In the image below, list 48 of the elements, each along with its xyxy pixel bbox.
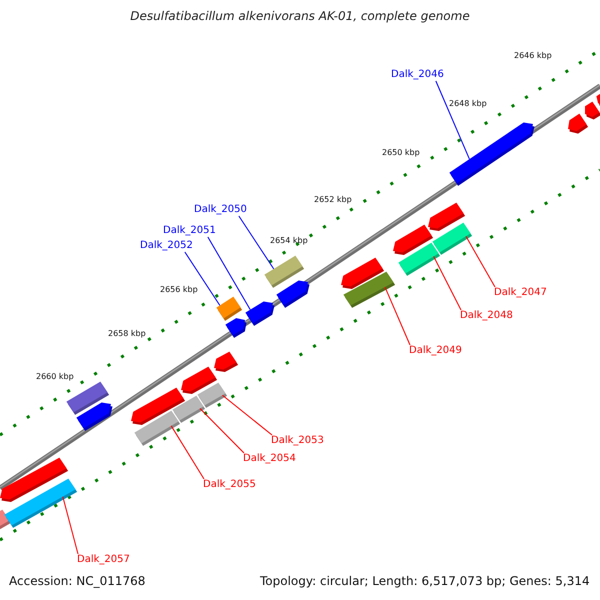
leader-line	[465, 236, 496, 288]
gene-label: Dalk_2051	[163, 225, 216, 237]
leader-line	[222, 394, 272, 436]
footer-text: Accession: NC_011768	[9, 574, 146, 588]
scale-label: 2654 kbp	[270, 236, 308, 246]
gene-label: Dalk_2053	[271, 435, 324, 447]
gene-label: Dalk_2049	[409, 345, 462, 357]
leader-line	[62, 496, 78, 554]
leader-line	[200, 408, 244, 454]
footer-text: Topology: circular; Length: 6,517,073 bp; Genes: 5,314	[260, 574, 590, 588]
leader-line	[170, 425, 204, 480]
gene-label: Dalk_2054	[243, 453, 296, 465]
gene-label: Dalk_2057	[77, 554, 130, 566]
gene-label: Dalk_2055	[203, 479, 256, 491]
gene-bar	[134, 410, 180, 446]
gene-label: Dalk_2052	[140, 240, 193, 252]
scale-label: 2646 kbp	[514, 51, 552, 61]
gene-bar	[568, 114, 588, 134]
gene-bar	[172, 396, 206, 423]
gene-label: Dalk_2048	[460, 310, 513, 322]
gene-bar	[225, 318, 246, 338]
gene-bar	[4, 478, 78, 528]
scale-label: 2650 kbp	[382, 148, 420, 158]
gene-bar	[76, 402, 112, 431]
gene-bar	[216, 296, 242, 321]
gene-bar	[398, 242, 440, 276]
leader-line	[384, 286, 410, 346]
leader-line	[207, 236, 251, 310]
scale-label: 2648 kbp	[449, 99, 487, 109]
leader-line	[184, 252, 220, 306]
gene-bar	[432, 222, 472, 255]
scale-label: 2658 kbp	[108, 329, 146, 339]
scale-label: 2652 kbp	[314, 195, 352, 205]
gene-bar	[197, 382, 228, 408]
gene-bar	[276, 280, 310, 308]
gene-label: Dalk_2047	[494, 287, 547, 299]
gene-label: Dalk_2050	[194, 204, 247, 216]
gene-bar	[214, 352, 238, 372]
gene-bar	[343, 272, 396, 308]
gene-bar	[245, 302, 274, 326]
title: Desulfatibacillum alkenivorans AK-01, complete genome	[129, 9, 471, 24]
scale-label: 2656 kbp	[160, 285, 198, 295]
gene-label: Dalk_2046	[391, 69, 444, 81]
leader-line	[238, 216, 274, 270]
leader-line	[433, 256, 462, 310]
leader-line	[435, 80, 470, 160]
scale-label: 2660 kbp	[36, 372, 74, 382]
gene-bar	[449, 122, 534, 186]
